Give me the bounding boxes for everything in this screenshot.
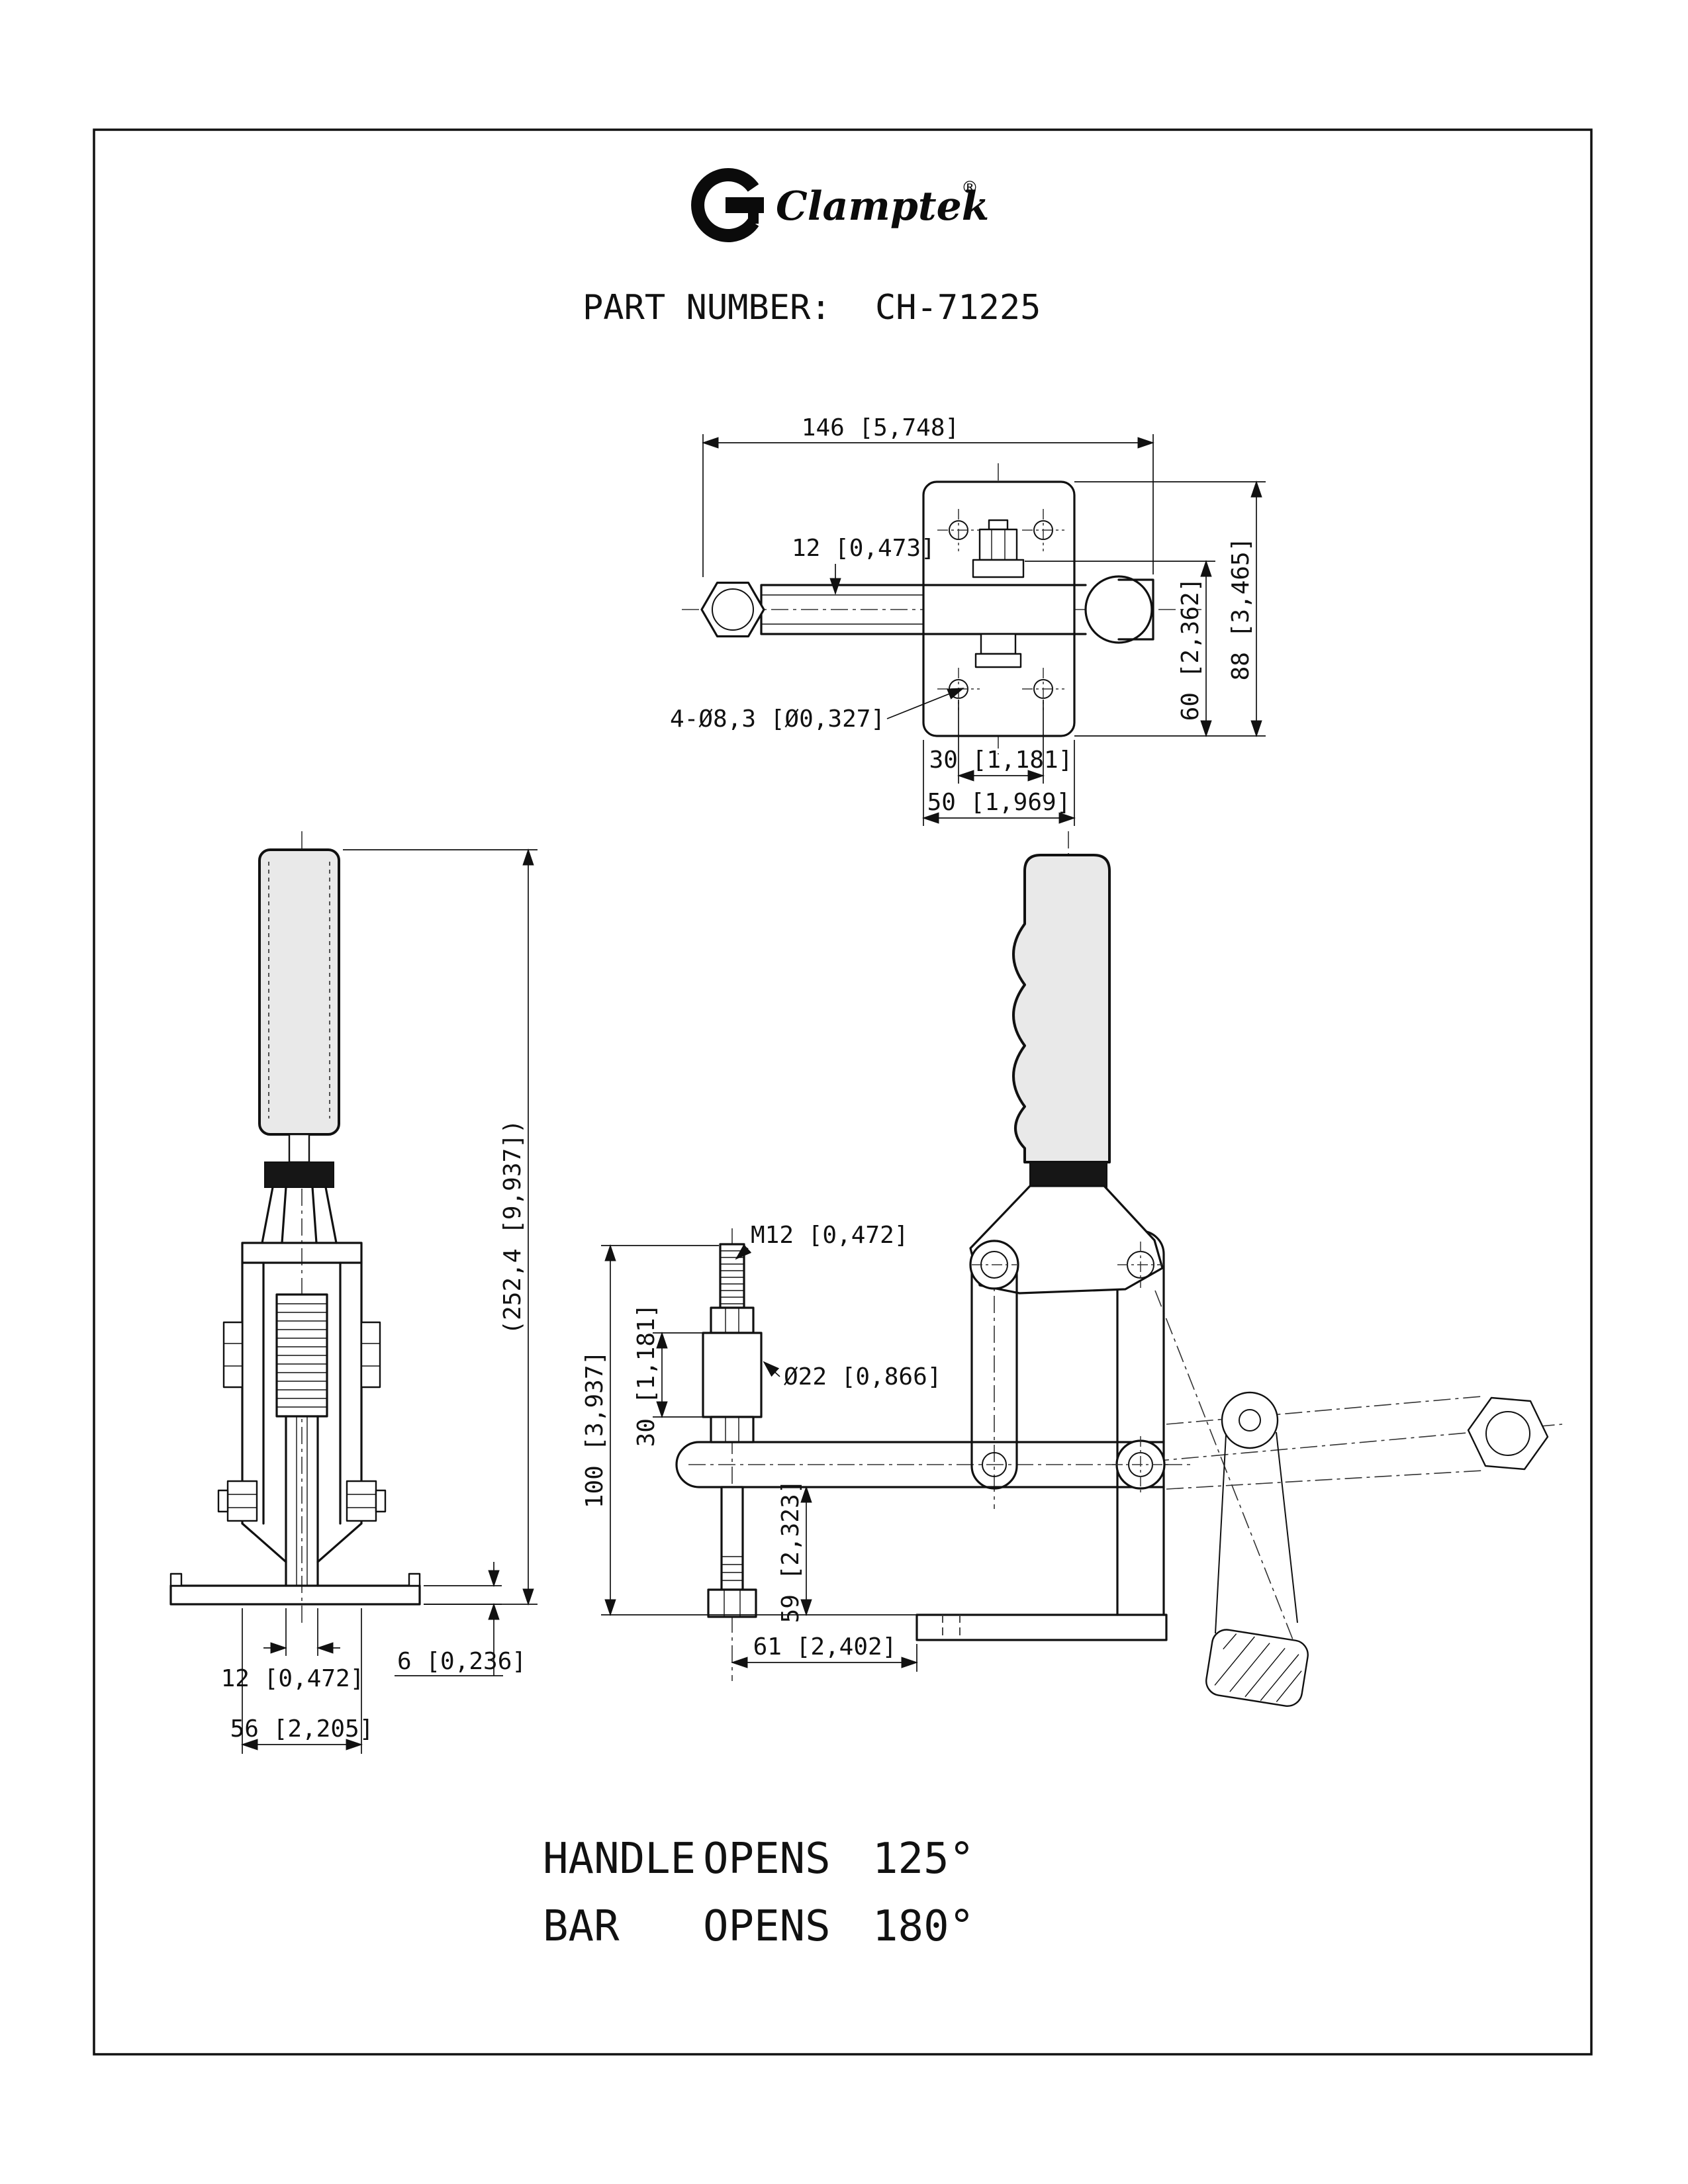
lever-transition-front xyxy=(261,1186,338,1244)
dim-slot-width: 12 [0,472] xyxy=(221,1665,365,1692)
dim-bushing-diameter: Ø22 [0,866] xyxy=(784,1363,941,1390)
dim-total-height: (252,4 [9,937]) xyxy=(499,1119,526,1334)
dim-mount-holes: 4-Ø8,3 [Ø0,327] xyxy=(670,705,885,733)
base-front xyxy=(169,1572,421,1606)
dim-overall-height: 88 [3,465] xyxy=(1227,537,1254,681)
note-bar-label: BAR xyxy=(543,1902,620,1951)
pivots-side xyxy=(969,1240,1164,1290)
note-bar-verb: OPENS xyxy=(703,1902,831,1951)
dim-spindle-thread: M12 [0,472] xyxy=(751,1222,908,1249)
clamp-bar-top xyxy=(700,581,1087,638)
mounting-plate xyxy=(922,480,1076,737)
side-view: M12 [0,472] 100 [3,937] 30 [1,181] Ø22 [… xyxy=(581,831,1563,1707)
logo-monogram-stem xyxy=(748,197,759,224)
part-number-block: PART NUMBER: CH-71225 xyxy=(583,288,1041,328)
spindle-hex-top xyxy=(700,581,765,638)
dim-overall-width: 146 [5,748] xyxy=(802,414,959,441)
note-bar-angle: 180° xyxy=(872,1902,974,1951)
spindle-side xyxy=(702,1243,763,1618)
spindle-rod xyxy=(720,1486,744,1591)
clamp-bar-side xyxy=(675,1436,1169,1493)
handle-neck-front xyxy=(288,1133,310,1163)
opening-notes: HANDLE OPENS 125° BAR OPENS 180° xyxy=(543,1835,974,1951)
handle-open-position xyxy=(1205,1391,1309,1707)
part-number-label: PART NUMBER: xyxy=(583,288,831,328)
dim-bar-height: 59 [2,323] xyxy=(777,1480,804,1623)
side-nuts-front xyxy=(217,1480,387,1522)
note-handle-label: HANDLE xyxy=(543,1835,696,1884)
bar-open-position xyxy=(1166,1396,1549,1490)
side-view-dimensions: M12 [0,472] 100 [3,937] 30 [1,181] Ø22 [… xyxy=(581,1222,941,1672)
front-view: (252,4 [9,937]) 12 [0,472] 6 [0,236] 56 … xyxy=(169,831,538,1754)
body-plates-front xyxy=(241,1261,363,1563)
pivot-nut-stack xyxy=(972,519,1025,668)
spindle-bushing xyxy=(702,1332,763,1418)
base-side xyxy=(915,1614,1168,1641)
top-view-dimensions: 146 [5,748] 12 [0,473] 60 [2,362] 88 [3,… xyxy=(670,414,1266,826)
dim-inner-height: 60 [2,362] xyxy=(1177,578,1204,721)
lever-flange-front xyxy=(241,1242,363,1264)
part-number-value: CH-71225 xyxy=(875,288,1041,328)
dim-base-thickness: 6 [0,236] xyxy=(397,1648,526,1675)
dim-base-width: 56 [2,205] xyxy=(230,1715,374,1743)
dim-bar-thickness: 12 [0,473] xyxy=(792,535,935,562)
dim-plate-width: 50 [1,969] xyxy=(927,789,1071,816)
dim-hole-spacing: 30 [1,181] xyxy=(929,747,1073,774)
handle-collar-side xyxy=(1029,1161,1107,1188)
spindle-nut-lower xyxy=(710,1416,755,1443)
handle-grip-front xyxy=(258,848,340,1136)
sheet-border xyxy=(93,128,1593,2056)
spindle-nut-upper xyxy=(710,1306,755,1334)
note-handle-verb: OPENS xyxy=(703,1835,831,1884)
logo-monogram-icon xyxy=(691,168,759,242)
clamptek-logo: Clamptek ® xyxy=(691,168,989,242)
note-handle-angle: 125° xyxy=(872,1835,974,1884)
dim-reach: 61 [2,402] xyxy=(753,1633,897,1661)
spindle-tip-nut xyxy=(707,1588,757,1618)
dim-spindle-length: 100 [3,937] xyxy=(581,1351,608,1508)
pivot-block xyxy=(1084,575,1154,644)
front-view-dimensions: (252,4 [9,937]) 12 [0,472] 6 [0,236] 56 … xyxy=(221,848,538,1754)
top-view: 146 [5,748] 12 [0,473] 60 [2,362] 88 [3,… xyxy=(670,414,1266,826)
column-front xyxy=(285,1415,319,1587)
registered-mark: ® xyxy=(961,178,978,198)
handle-collar-front xyxy=(264,1161,334,1188)
handle-grip-side xyxy=(1012,854,1111,1163)
dim-bushing-length: 30 [1,181] xyxy=(633,1304,660,1447)
pivot-tabs-front xyxy=(222,1321,381,1388)
brand-wordmark: Clamptek xyxy=(776,183,989,230)
